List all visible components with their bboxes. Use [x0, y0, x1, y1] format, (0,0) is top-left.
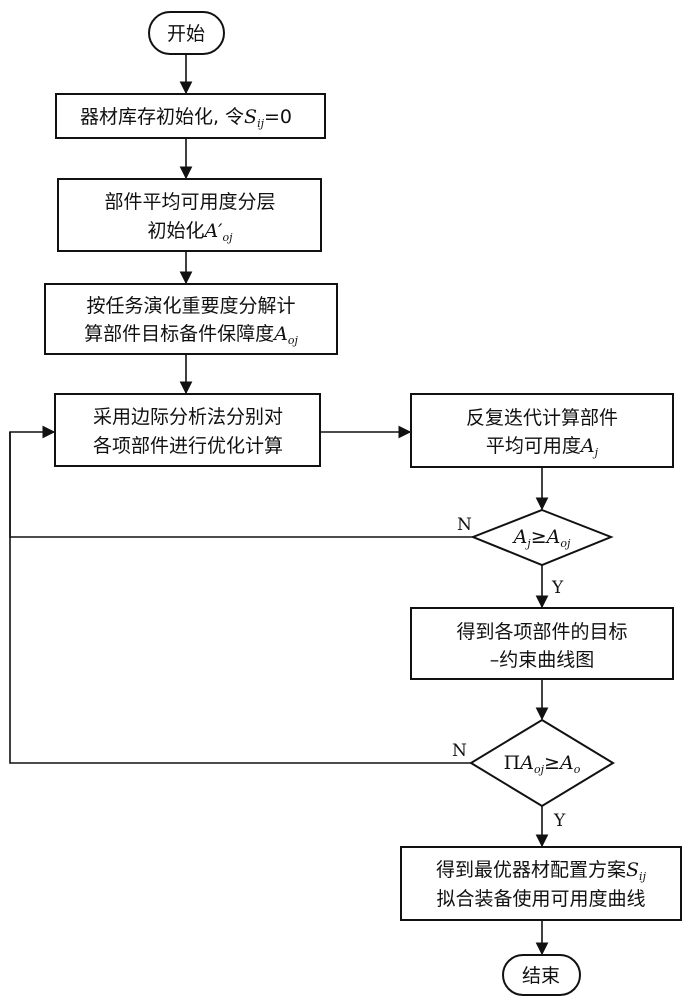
curve-line1: 得到各项部件的目标: [456, 621, 627, 643]
decision1-label: Aj≥Aoj: [512, 526, 571, 550]
decompose-node: 按任务演化重要度分解计 算部件目标备件保障度Aoj: [44, 283, 338, 355]
decision1-yes-label: Y: [551, 578, 564, 598]
marginal-line1: 采用边际分析法分别对: [93, 406, 283, 428]
result-line2: 拟合装备使用可用度曲线: [436, 888, 645, 910]
edge-decision2-no: [9, 432, 471, 764]
decompose-line2: 算部件目标备件保障度Aoj: [84, 323, 298, 347]
iterate-line2: 平均可用度Aj: [486, 435, 599, 459]
start-node: 开始: [148, 11, 225, 55]
init-avail-node: 部件平均可用度分层 初始化A′oj: [57, 178, 322, 252]
iterate-line1: 反复迭代计算部件: [466, 407, 618, 429]
decision2-yes-label: Y: [553, 811, 566, 831]
init-inventory-node: 器材库存初始化, 令Sij=0: [55, 93, 326, 139]
start-label: 开始: [167, 23, 205, 45]
end-label: 结束: [522, 965, 560, 987]
curve-node: 得到各项部件的目标 –约束曲线图: [410, 607, 674, 680]
marginal-line2: 各项部件进行优化计算: [93, 435, 283, 457]
decision1-node: Aj≥Aoj: [470, 508, 614, 567]
decompose-line1: 按任务演化重要度分解计: [86, 295, 295, 317]
decision1-no-label: N: [457, 515, 472, 535]
marginal-node: 采用边际分析法分别对 各项部件进行优化计算: [54, 393, 321, 467]
decision2-no-label: N: [452, 741, 467, 761]
end-node: 结束: [502, 954, 581, 996]
result-line1: 得到最优器材配置方案Sij: [436, 859, 647, 883]
init-inventory-label: 器材库存初始化, 令Sij=0: [80, 106, 292, 130]
iterate-node: 反复迭代计算部件 平均可用度Aj: [410, 393, 674, 468]
decision2-node: ΠAoj≥Ao: [469, 718, 615, 808]
decision2-label: ΠAoj≥Ao: [504, 752, 581, 776]
result-node: 得到最优器材配置方案Sij 拟合装备使用可用度曲线: [400, 846, 682, 921]
curve-line2: –约束曲线图: [490, 649, 595, 671]
init-avail-line2: 初始化A′oj: [147, 220, 233, 244]
init-avail-line1: 部件平均可用度分层: [104, 191, 275, 213]
